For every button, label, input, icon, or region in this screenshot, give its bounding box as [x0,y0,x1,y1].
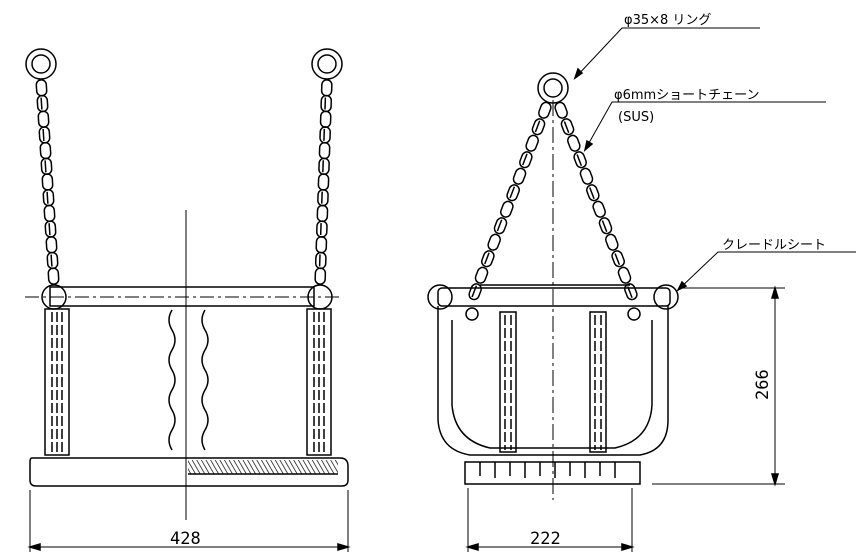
cradle-rim [437,287,671,307]
ring-right [311,48,343,80]
chain-link [35,79,48,97]
chain-link [605,233,619,251]
ring-top [537,72,569,104]
seat-base [29,457,349,487]
chain-link [525,134,539,152]
center-strap [168,309,176,451]
post-right [306,308,332,456]
chain-link [573,151,587,169]
chain-link [487,233,501,251]
label-chain-material: (SUS) [618,110,654,125]
leader-ring [574,27,760,79]
label-chain: φ6mmショートチェーン [614,88,760,103]
front-view [25,48,351,552]
chain-link [47,267,60,285]
dim-front-width: 428 [170,529,201,549]
chain-link [579,167,594,185]
chain-link [493,217,508,235]
chain-link [314,251,327,270]
cradle-base [464,461,641,485]
chain-link [531,118,546,136]
chain-link [506,184,520,202]
chain-link [314,267,327,285]
cradle-body [437,306,669,456]
chain-right [314,79,333,285]
chain-link [611,250,625,268]
chain-link [512,167,527,185]
chain-link [519,151,533,169]
chain-link [316,204,329,223]
chain-link [316,220,328,238]
chain-link [468,283,482,301]
chain-link [592,200,606,218]
label-ring: φ35×8 リング [624,13,711,28]
chain-link [318,141,331,160]
dim-seat-height: 266 [753,369,773,400]
chain-diagonal-right [554,101,638,301]
chain-left [35,79,60,285]
chain-link [320,94,333,113]
chain-link [317,173,330,191]
chain-link [318,157,330,176]
chain-link [586,184,600,202]
chain-link [538,101,552,119]
chain-link [554,101,568,119]
chain-link [598,217,613,235]
side-view [427,27,856,552]
chain-link [315,236,328,254]
chain-link [567,134,581,152]
post-left [44,308,70,456]
chain-link [500,200,514,218]
leader-chain [584,101,826,151]
chain-link [43,204,56,223]
chain-link [320,79,333,97]
leader-seat [677,251,856,291]
dim-side-width: 222 [530,529,561,549]
chain-diagonal-left [468,101,552,301]
ring-left [25,48,57,80]
chain-link [37,110,50,128]
chain-link [45,236,58,254]
label-seat: クレードルシート [722,238,826,253]
chain-link [317,188,329,207]
chain-link [474,266,489,284]
chain-link [319,126,331,144]
chain-link [319,110,332,128]
chain-link [41,173,54,191]
chain-link [560,118,575,136]
chain-link [481,250,495,268]
chain-link [617,266,632,284]
chain-link [39,141,52,160]
